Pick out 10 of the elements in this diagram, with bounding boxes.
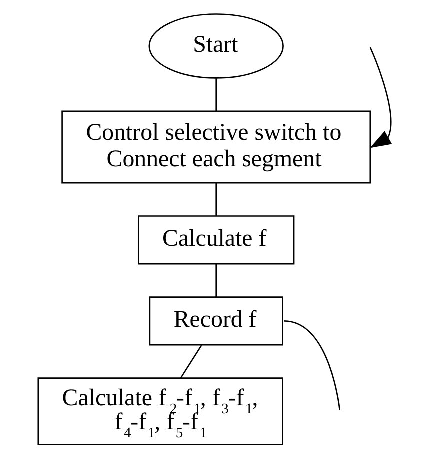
- connector: [216, 78, 218, 111]
- connector: [180, 344, 202, 378]
- node-box: Record f: [149, 296, 284, 346]
- node-ellipse: Start: [148, 13, 284, 78]
- node-box: Calculate f: [138, 215, 295, 264]
- connector: [284, 320, 340, 410]
- node-box: Control selective switch to Connect each segment: [62, 110, 372, 184]
- arrow: [370, 46, 392, 148]
- connector: [216, 182, 218, 216]
- connector: [216, 264, 218, 296]
